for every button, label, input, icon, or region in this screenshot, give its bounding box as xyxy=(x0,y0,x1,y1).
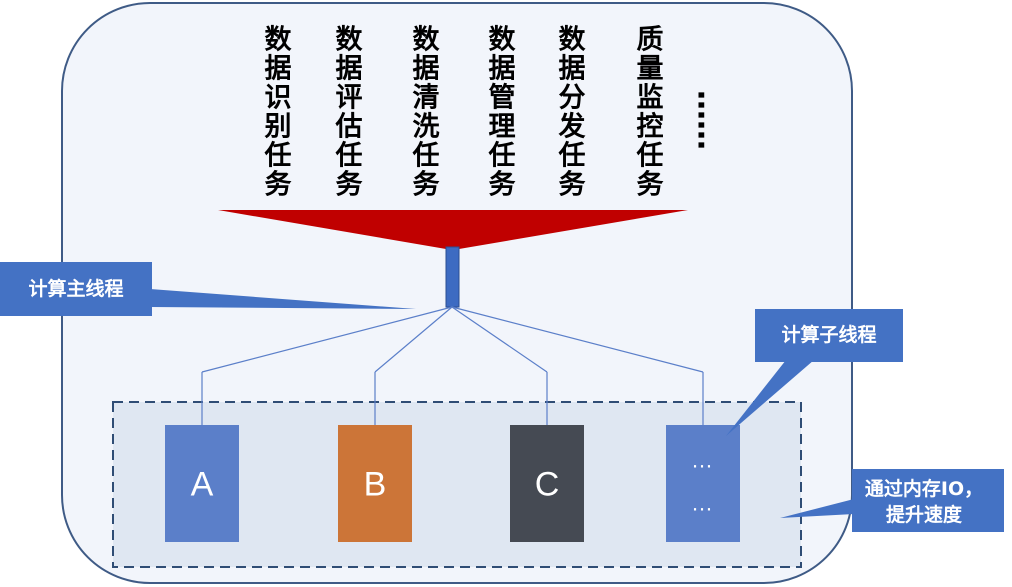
connector-line xyxy=(451,306,704,373)
memory-callout: 通过内存IO， 提升速度 xyxy=(780,469,1004,532)
task-label-text: 数据管理任务 xyxy=(488,25,517,201)
sub-thread-box-label: … xyxy=(691,448,715,473)
sub-thread-callout: 计算子线程 xyxy=(726,309,903,436)
task-label: 数据清洗任务 xyxy=(412,25,441,201)
thread-connectors xyxy=(201,306,704,425)
sub-thread-box: B xyxy=(338,425,412,542)
task-label: 数据识别任务 xyxy=(264,25,293,201)
memory-note-line2: 提升速度 xyxy=(886,503,963,526)
main-thread-label: 计算主线程 xyxy=(28,277,123,300)
memory-callout-box xyxy=(852,469,1004,532)
sub-thread-box-rect xyxy=(510,425,584,542)
task-label-text: 数据识别任务 xyxy=(264,25,293,201)
sub-thread-box-rect xyxy=(165,425,239,542)
main-pipe xyxy=(445,246,460,308)
sub-thread-box: …… xyxy=(666,425,740,542)
sub-thread-box-label: A xyxy=(191,466,214,504)
main-thread-callout: 计算主线程 xyxy=(0,262,416,316)
more-tasks-ellipsis: …… xyxy=(691,90,726,150)
task-label: 数据分发任务 xyxy=(558,25,587,201)
sub-thread-box-label2: … xyxy=(691,491,715,516)
task-label-text: 数据分发任务 xyxy=(558,25,587,201)
sub-thread-box-label: B xyxy=(364,466,387,504)
memory-note-line1: 通过内存IO， xyxy=(865,477,983,500)
task-label: 数据管理任务 xyxy=(488,25,517,201)
sub-thread-callout-pointer xyxy=(726,360,814,436)
task-label-text: 数据评估任务 xyxy=(335,25,364,201)
task-label: 质量监控任务 xyxy=(636,25,664,201)
sub-thread-label: 计算子线程 xyxy=(781,323,876,346)
sub-thread-box-rect xyxy=(338,425,412,542)
sub-thread-box: A xyxy=(165,425,239,542)
funnel-shape xyxy=(218,210,688,249)
connector-line xyxy=(374,306,453,373)
more-tasks-text: …… xyxy=(691,90,726,150)
connector-line xyxy=(201,306,453,373)
memory-callout-pointer xyxy=(780,499,854,518)
main-thread-callout-pointer xyxy=(150,289,416,309)
connector-line xyxy=(451,306,548,373)
sub-thread-box-rect xyxy=(666,425,740,542)
task-label-text: 质量监控任务 xyxy=(636,25,664,201)
task-label-text: 数据清洗任务 xyxy=(412,25,441,201)
task-labels: 数据识别任务 数据评估任务 数据清洗任务 数据管理任务 数据分发任务 质量监控任务 xyxy=(264,25,664,201)
task-label: 数据评估任务 xyxy=(335,25,364,201)
sub-thread-box-label: C xyxy=(535,466,560,504)
sub-thread-callout-box xyxy=(755,309,903,362)
sub-thread-box: C xyxy=(510,425,584,542)
main-thread-callout-box xyxy=(0,262,152,316)
